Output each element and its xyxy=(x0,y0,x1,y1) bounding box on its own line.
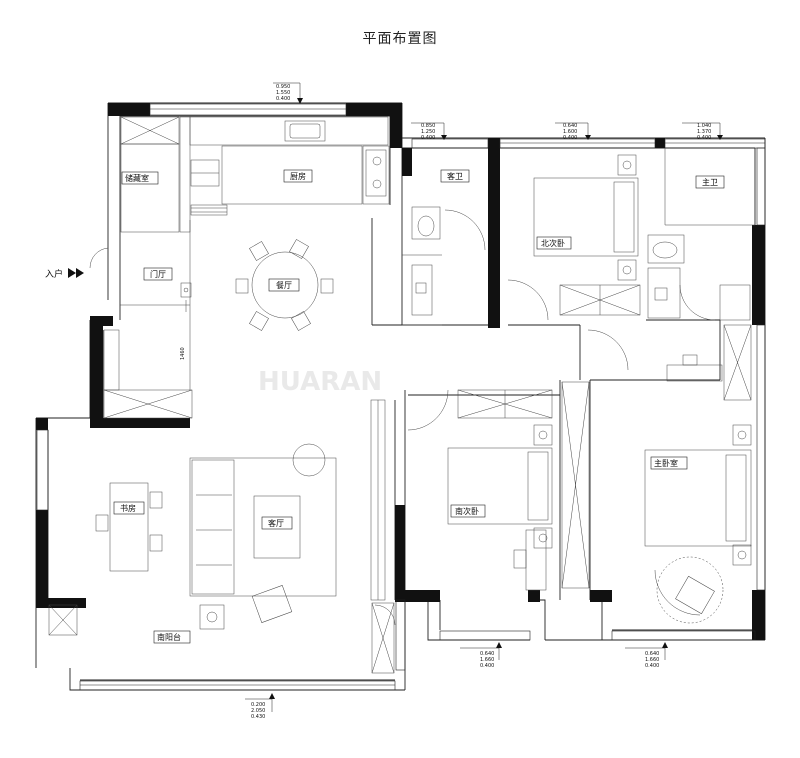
guest-bath-fixtures xyxy=(402,206,442,326)
kitchen-fixtures xyxy=(189,116,390,216)
label-south-balcony: 南阳台 xyxy=(157,632,181,642)
balcony-window-height: 2.050 xyxy=(251,708,265,714)
label-master-bath: 主卫 xyxy=(702,177,718,187)
master-bedroom-window-depth: 0.400 xyxy=(645,663,659,669)
entry-arrow-icon xyxy=(68,268,84,278)
kitchen-window-height: 1.550 xyxy=(276,90,290,96)
foyer-cabinet xyxy=(103,220,193,419)
label-guest-bath: 客卫 xyxy=(447,171,463,181)
master-bath-window-sill: 1.040 xyxy=(697,123,711,129)
label-storage: 储藏室 xyxy=(125,173,149,183)
label-living: 客厅 xyxy=(268,518,284,528)
window-spec-markers xyxy=(245,82,721,712)
north-bedroom-furniture xyxy=(533,154,641,316)
label-dining: 餐厅 xyxy=(276,281,292,290)
plan-title: 平面布置图 xyxy=(362,31,438,47)
kitchen-window-sill: 0.950 xyxy=(276,84,290,90)
balcony-window-depth: 0.430 xyxy=(251,714,265,720)
balcony-window-sill: 0.200 xyxy=(251,702,265,708)
label-north-bedroom: 北次卧 xyxy=(541,238,565,248)
master-bath-window-height: 1.370 xyxy=(697,129,711,135)
label-study: 书房 xyxy=(120,503,136,513)
north-bedroom-window-sill: 0.640 xyxy=(563,123,577,129)
master-bath-window-depth: 0.400 xyxy=(697,135,711,141)
dining-table xyxy=(180,239,334,331)
south-bedroom-furniture xyxy=(447,381,590,591)
kitchen-window-depth: 0.400 xyxy=(276,96,290,102)
south-bedroom-window-depth: 0.400 xyxy=(480,663,494,669)
guest-bath-window-depth: 0.400 xyxy=(421,135,435,141)
label-south-bedroom: 南次卧 xyxy=(455,506,479,516)
window-spec-arrows xyxy=(269,98,723,699)
master-bath-fixtures xyxy=(647,148,755,321)
master-bedroom-furniture xyxy=(644,324,752,624)
north-bedroom-window-height: 1.600 xyxy=(563,129,577,135)
watermark: HUARAN xyxy=(258,367,382,397)
storage-cabinets xyxy=(120,116,191,233)
living-furniture xyxy=(189,399,395,674)
label-kitchen: 厨房 xyxy=(290,171,306,181)
north-bedroom-window-depth: 0.400 xyxy=(563,135,577,141)
south-bedroom-window-height: 1.660 xyxy=(480,657,494,663)
room-labels: 储藏室 厨房 客卫 北次卧 主卫 门厅 餐厅 书房 客厅 南次卧 主卧室 南阳台 xyxy=(113,169,725,644)
master-bedroom-window-height: 1.660 xyxy=(645,657,659,663)
windows xyxy=(36,103,766,691)
door-swings xyxy=(89,209,716,626)
guest-bath-window-sill: 0.850 xyxy=(421,123,435,129)
south-bedroom-window-sill: 0.640 xyxy=(480,651,494,657)
entry-label: 入户 xyxy=(45,268,63,280)
study-desk xyxy=(48,482,163,636)
guest-bath-window-height: 1.250 xyxy=(421,129,435,135)
dimension-label: 1460 xyxy=(180,347,186,360)
label-master-bedroom: 主卧室 xyxy=(654,458,678,468)
solid-walls xyxy=(36,103,765,640)
label-foyer: 门厅 xyxy=(150,269,166,279)
master-bedroom-window-sill: 0.640 xyxy=(645,651,659,657)
